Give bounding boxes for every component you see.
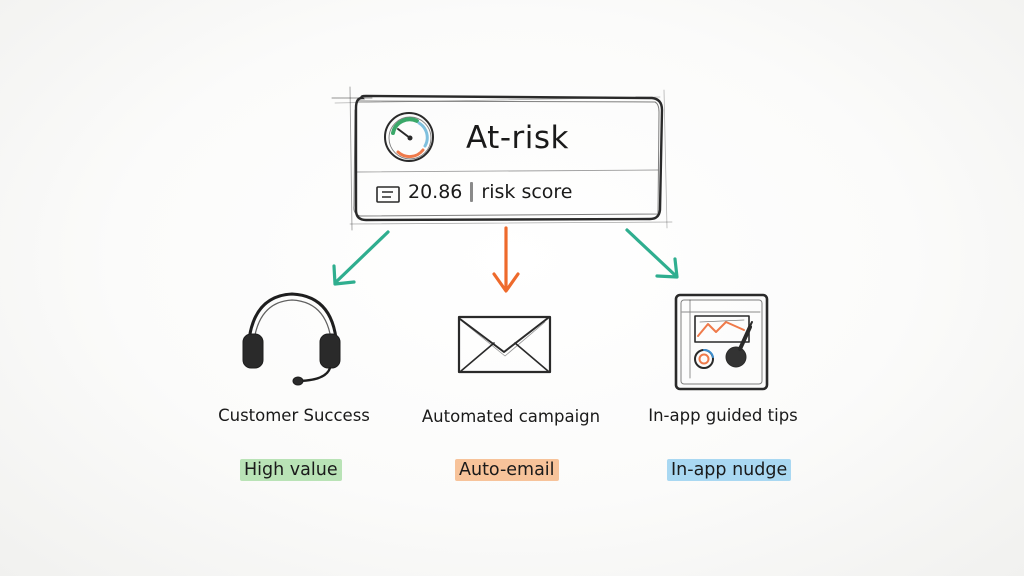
tag-auto-email: Auto-email bbox=[455, 459, 559, 481]
arrow-to-customer-success bbox=[332, 230, 390, 286]
risk-score-label: risk score bbox=[481, 181, 573, 203]
gauge-icon bbox=[384, 112, 434, 162]
arrow-to-automated-campaign bbox=[492, 226, 520, 293]
status-card bbox=[331, 86, 673, 231]
arrow-to-in-app-tips bbox=[625, 228, 679, 279]
branch-label-in-app-tips: In-app guided tips bbox=[648, 406, 798, 425]
branch-label-customer-success: Customer Success bbox=[218, 406, 370, 425]
tag-in-app-nudge: In-app nudge bbox=[667, 459, 792, 481]
status-title: At-risk bbox=[466, 120, 569, 156]
risk-score-value: 20.86 bbox=[408, 181, 463, 203]
branch-label-automated-campaign: Automated campaign bbox=[421, 407, 601, 426]
tag-high-value: High value bbox=[240, 459, 342, 481]
headset-icon bbox=[242, 292, 341, 386]
envelope-icon bbox=[457, 315, 552, 374]
app-window-icon bbox=[674, 293, 769, 391]
score-divider bbox=[470, 182, 474, 202]
risk-score-row: 20.86 risk score bbox=[408, 181, 573, 203]
list-icon bbox=[376, 186, 400, 203]
